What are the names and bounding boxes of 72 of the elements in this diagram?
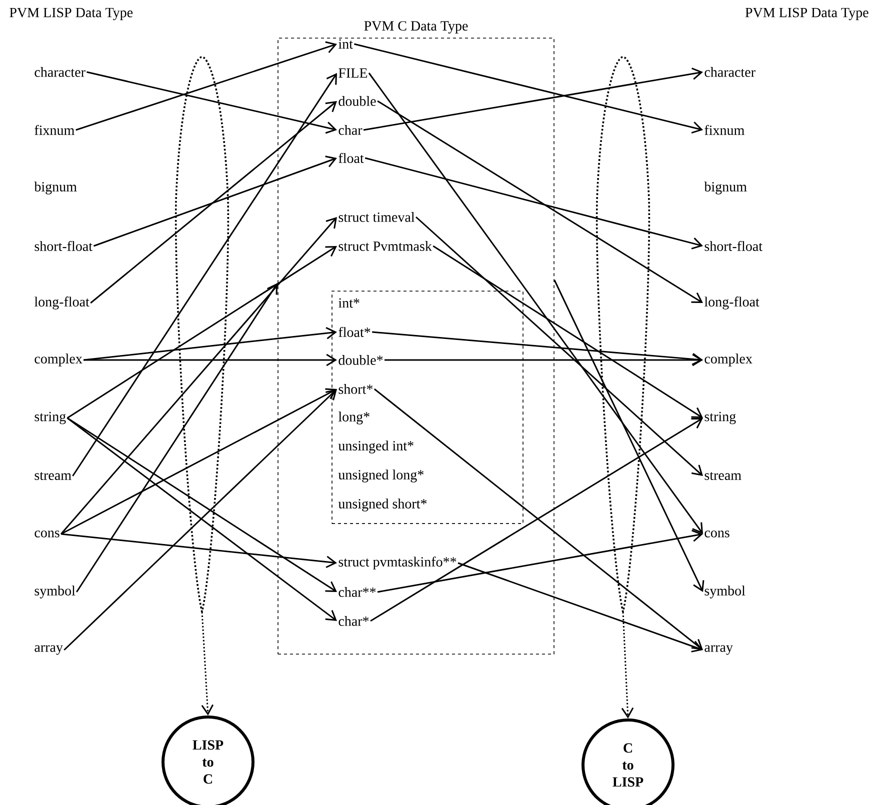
type-name: char* — [338, 616, 369, 626]
type-name: character — [704, 67, 756, 77]
type-name: double* — [338, 355, 383, 365]
arrow — [201, 612, 214, 716]
arrow — [370, 418, 703, 622]
type-name: complex — [704, 354, 752, 366]
arrow — [354, 43, 703, 134]
arrow — [86, 71, 337, 134]
arrow — [377, 100, 703, 303]
type-name: fixnum — [34, 125, 74, 135]
type-name: long-float — [34, 296, 90, 310]
arrow — [61, 533, 337, 568]
arrow — [554, 280, 704, 592]
arrow — [363, 68, 703, 131]
type-name: FILE — [338, 68, 368, 78]
arrow — [432, 245, 703, 418]
type-name: long* — [338, 412, 370, 424]
arrow — [621, 612, 634, 718]
arrow — [364, 157, 703, 250]
type-name: cons — [34, 530, 60, 538]
type-name: struct Pvmtmask — [338, 241, 432, 251]
arrow — [416, 216, 703, 476]
type-name: string — [34, 412, 66, 424]
arrow — [377, 530, 703, 593]
arrow — [72, 73, 337, 476]
type-name: struct timeval — [338, 212, 415, 222]
type-name: bignum — [34, 182, 77, 194]
arrow — [76, 41, 337, 131]
type-name: long-float — [704, 296, 760, 310]
type-name: double — [338, 96, 376, 106]
node-label: PVM C Data Type — [364, 21, 468, 34]
arrow — [60, 388, 337, 535]
type-name: character — [34, 67, 86, 77]
type-name: int — [338, 39, 353, 49]
type-name: array — [34, 645, 63, 655]
column-heading: PVM LISP Data Type — [745, 8, 868, 20]
arrow — [66, 246, 337, 419]
type-name: cons — [704, 530, 730, 538]
arrow — [374, 388, 703, 650]
type-name: char** — [338, 587, 376, 597]
type-name: fixnum — [704, 125, 744, 135]
type-name: float — [338, 153, 364, 163]
type-name: stream — [704, 472, 742, 480]
type-name: symbol — [34, 586, 76, 598]
arrow — [76, 283, 278, 592]
column-heading: PVM LISP Data Type — [10, 8, 133, 20]
type-name: stream — [34, 472, 72, 480]
type-name: string — [704, 412, 736, 424]
arrow — [64, 389, 337, 651]
type-name: short* — [338, 384, 373, 394]
arrow — [84, 354, 337, 366]
type-name: float* — [338, 327, 370, 337]
type-name: symbol — [704, 586, 746, 598]
type-name: char — [338, 125, 362, 135]
arrow — [368, 72, 703, 534]
type-name: unsinged int* — [338, 440, 414, 454]
arrow — [384, 354, 703, 366]
arrow — [458, 562, 703, 652]
type-name: short-float — [704, 241, 762, 251]
dashed-frame — [332, 290, 524, 524]
type-name: unsigned short* — [338, 498, 427, 512]
arrow — [60, 217, 337, 534]
type-name: complex — [34, 354, 82, 366]
type-name: unsigned long* — [338, 470, 424, 482]
type-name: short-float — [34, 241, 92, 251]
arrow — [93, 156, 337, 247]
type-name: int* — [338, 298, 360, 308]
type-name: bignum — [704, 182, 747, 194]
arrow — [372, 331, 703, 366]
type-name: array — [704, 645, 733, 655]
type-name: struct pvmtaskinfo** — [338, 556, 456, 570]
arrow — [90, 101, 337, 304]
